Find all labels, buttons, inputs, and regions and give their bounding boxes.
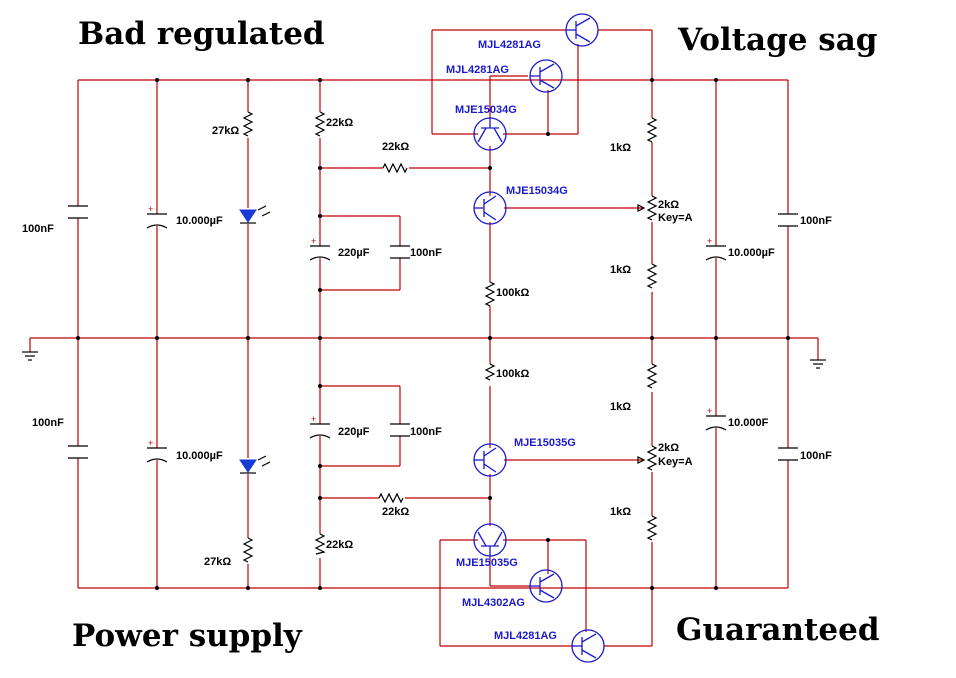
junction-dots <box>76 78 790 590</box>
label-q-top-2: MJL4281AG <box>446 64 509 76</box>
label-r-22k-h-bot: 22kΩ <box>382 506 409 518</box>
label-pot-bot-key: Key=A <box>658 456 693 468</box>
potentiometers <box>637 195 658 471</box>
label-r-100k-bot: 100kΩ <box>496 368 529 380</box>
label-c-10000-top: 10.000µF <box>176 215 223 227</box>
label-c-100n-left-bot: 100nF <box>32 417 64 429</box>
plus-sign: + <box>311 236 316 246</box>
label-r-27k-bot: 27kΩ <box>204 556 231 568</box>
caption-top-right: Voltage sag <box>677 22 877 58</box>
label-q-bot-2: MJE15035G <box>456 557 518 569</box>
label-c-100n-left-top: 100nF <box>22 223 54 235</box>
label-c-10000-bot: 10.000µF <box>176 450 223 462</box>
label-r-100k-top: 100kΩ <box>496 287 529 299</box>
ground-symbol-right <box>810 359 826 369</box>
label-r-22k-h-top: 22kΩ <box>382 141 409 153</box>
label-pot-top-key: Key=A <box>658 212 693 224</box>
label-q-bot-3: MJL4302AG <box>462 597 525 609</box>
label-c-right-10000-bot: 10.000F <box>728 417 769 429</box>
label-pot-bot-value: 2kΩ <box>658 442 679 454</box>
wires <box>29 29 819 647</box>
label-q-bot-4: MJL4281AG <box>494 630 557 642</box>
resistors <box>242 111 658 563</box>
label-pot-top-value: 2kΩ <box>658 199 679 211</box>
led-bottom <box>239 455 271 474</box>
label-q-top-1: MJL4281AG <box>478 39 541 51</box>
label-c-220-top: 220µF <box>338 247 370 259</box>
label-r-1k-4: 1kΩ <box>610 506 631 518</box>
ground-symbol-left <box>22 351 38 361</box>
plus-sign: + <box>148 438 153 448</box>
caption-bottom-right: Guaranteed <box>676 612 880 648</box>
transistor-symbols <box>473 13 605 663</box>
plus-sign: + <box>148 204 153 214</box>
label-r-1k-3: 1kΩ <box>610 401 631 413</box>
label-q-top-4: MJE15034G <box>506 185 568 197</box>
caption-bottom-left: Power supply <box>72 618 303 654</box>
label-q-top-3: MJE15034G <box>455 104 517 116</box>
label-c-100n-mid-bot: 100nF <box>410 426 442 438</box>
label-c-right-100n-bot: 100nF <box>800 450 832 462</box>
led-top <box>239 205 271 224</box>
label-c-right-100n-top: 100nF <box>800 215 832 227</box>
plus-sign: + <box>707 406 712 416</box>
label-r-1k-2: 1kΩ <box>610 264 631 276</box>
plus-sign: + <box>311 414 316 424</box>
label-c-100n-mid-top: 100nF <box>410 247 442 259</box>
label-r-27k-top: 27kΩ <box>212 125 239 137</box>
caption-top-left: Bad regulated <box>78 16 325 52</box>
label-r-22k-top: 22kΩ <box>326 117 353 129</box>
plus-sign: + <box>707 236 712 246</box>
capacitors <box>68 205 798 463</box>
label-c-right-10000-top: 10.000µF <box>728 247 775 259</box>
label-c-220-bot: 220µF <box>338 426 370 438</box>
label-q-bot-1: MJE15035G <box>514 437 576 449</box>
label-r-22k-bot: 22kΩ <box>326 539 353 551</box>
label-r-1k-1: 1kΩ <box>610 142 631 154</box>
